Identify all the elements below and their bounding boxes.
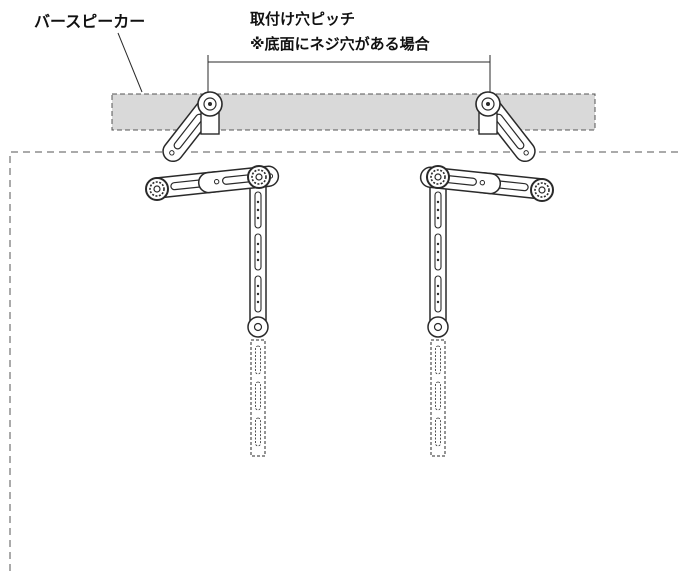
left-pole-knob xyxy=(247,165,271,189)
right-pole-knob xyxy=(426,165,450,189)
right-pole xyxy=(429,179,447,331)
right-elbow-knob xyxy=(530,178,554,202)
bar-speaker-label: バースピーカー xyxy=(34,12,146,31)
left-pole-extension xyxy=(250,339,266,457)
right-bracket xyxy=(418,89,554,457)
left-speaker-mount xyxy=(197,91,223,135)
right-pivot-ring xyxy=(427,316,449,338)
right-speaker-mount xyxy=(475,91,501,135)
left-bracket xyxy=(145,89,281,457)
left-pivot-ring xyxy=(247,316,269,338)
left-pole xyxy=(249,179,267,331)
right-pole-extension xyxy=(430,339,446,457)
hole-pitch-label: 取付け穴ピッチ xyxy=(250,10,356,28)
display-outline xyxy=(9,151,680,571)
screw-hole-note: ※底面にネジ穴がある場合 xyxy=(250,35,430,53)
speaker-leader-line xyxy=(117,32,143,93)
left-elbow-knob xyxy=(145,177,169,201)
